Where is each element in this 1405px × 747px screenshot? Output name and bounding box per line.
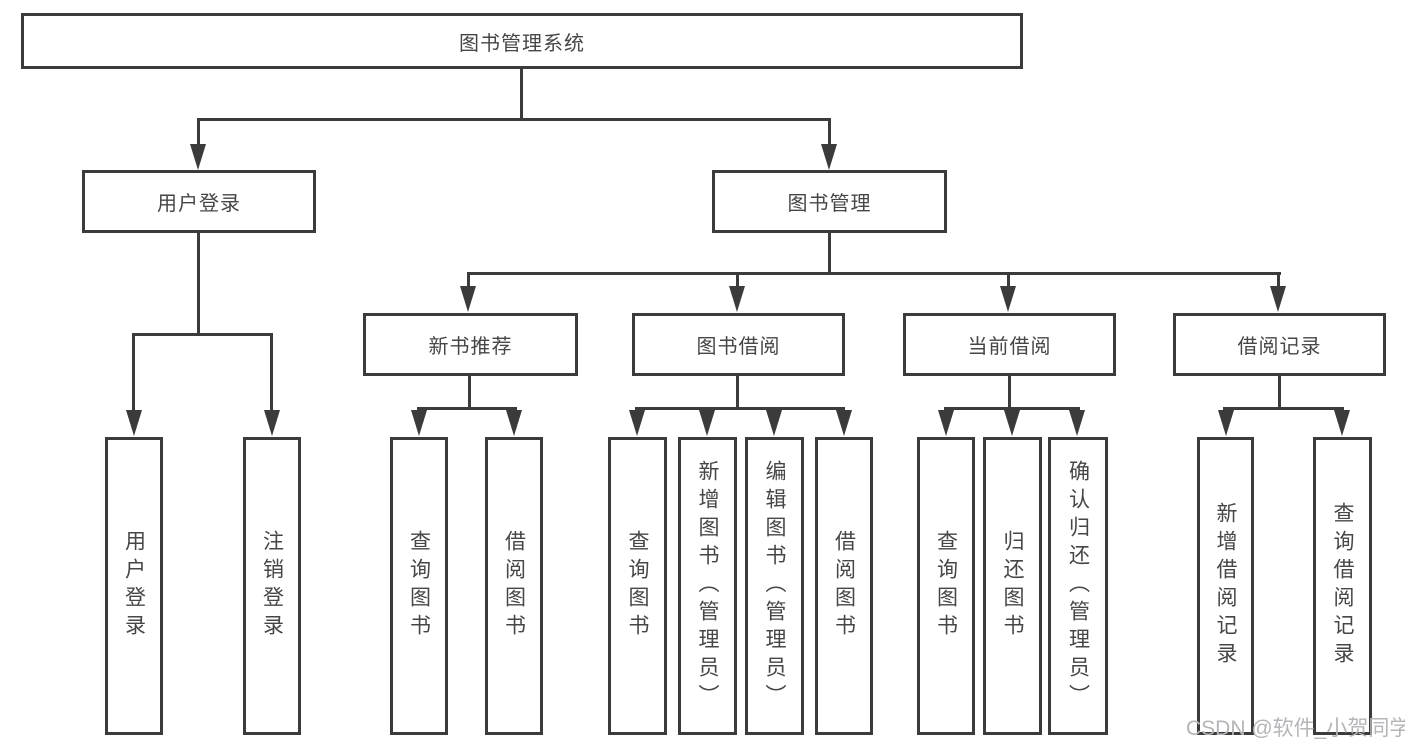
- node-book-management-label: 图书管理: [787, 193, 872, 215]
- arrow-down-icon: [1270, 286, 1286, 312]
- arrow-down-icon: [190, 144, 206, 170]
- node-new-book-recommend-label: 新书推荐: [428, 336, 513, 358]
- node-book-borrowing: 图书借阅: [632, 313, 845, 376]
- connector-level3-rail: [467, 272, 1281, 275]
- node-user-login-label: 用户登录: [157, 193, 241, 215]
- arrow-down-icon: [729, 286, 745, 312]
- leaf-query-books-borrowing: 查询图书: [608, 437, 667, 735]
- connector-rail: [635, 407, 845, 410]
- connector-rail: [417, 407, 517, 410]
- connector-root-stem: [520, 68, 523, 118]
- connector-stem: [736, 376, 739, 407]
- watermark: CSDN @软件_小贺同学: [1186, 717, 1405, 740]
- leaf-user-login-label: 用户登录: [122, 530, 146, 642]
- connector-drop: [270, 333, 273, 410]
- arrow-down-icon: [1069, 410, 1085, 436]
- leaf-return-books-label: 归还图书: [1001, 530, 1024, 642]
- leaf-edit-books-admin-label: 编辑图书（管理员）: [763, 460, 786, 712]
- leaf-confirm-return-admin-label: 确认归还（管理员）: [1066, 460, 1090, 712]
- connector-book-mgmt-drop: [828, 118, 831, 144]
- arrow-down-icon: [699, 410, 715, 436]
- connector-book-mgmt-stem: [828, 233, 831, 272]
- arrow-down-icon: [264, 410, 280, 436]
- leaf-confirm-return-admin: 确认归还（管理员）: [1048, 437, 1108, 735]
- leaf-add-books-admin: 新增图书（管理员）: [678, 437, 737, 735]
- arrow-down-icon: [1218, 410, 1234, 436]
- leaf-edit-books-admin: 编辑图书（管理员）: [745, 437, 804, 735]
- arrow-down-icon: [411, 410, 427, 436]
- leaf-query-books-label: 查询图书: [626, 530, 649, 642]
- arrow-down-icon: [836, 410, 852, 436]
- leaf-query-books-label: 查询图书: [407, 530, 431, 642]
- leaf-logout-label: 注销登录: [260, 530, 284, 642]
- leaf-query-borrow-record-label: 查询借阅记录: [1331, 502, 1354, 670]
- node-library-system-label: 图书管理系统: [459, 32, 585, 55]
- leaf-logout: 注销登录: [243, 437, 301, 735]
- node-borrow-records-label: 借阅记录: [1237, 336, 1322, 358]
- connector-level2-rail: [197, 118, 831, 121]
- connector-drop: [736, 272, 739, 286]
- leaf-borrow-books-borrowing: 借阅图书: [815, 437, 873, 735]
- connector-user-login-drop: [197, 118, 200, 144]
- arrow-down-icon: [126, 410, 142, 436]
- arrow-down-icon: [460, 286, 476, 312]
- leaf-return-books: 归还图书: [983, 437, 1042, 735]
- node-new-book-recommend: 新书推荐: [363, 313, 578, 376]
- leaf-borrow-books-label: 借阅图书: [502, 530, 526, 642]
- connector-stem: [468, 376, 471, 407]
- connector-stem: [1008, 376, 1011, 407]
- leaf-borrow-books-label: 借阅图书: [832, 530, 856, 642]
- leaf-query-borrow-record: 查询借阅记录: [1313, 437, 1372, 735]
- connector-user-login-rail: [132, 333, 273, 336]
- arrow-down-icon: [1004, 410, 1020, 436]
- connector-drop: [467, 272, 470, 286]
- arrow-down-icon: [1000, 286, 1016, 312]
- arrow-down-icon: [766, 410, 782, 436]
- leaf-add-borrow-record: 新增借阅记录: [1197, 437, 1254, 735]
- leaf-add-books-admin-label: 新增图书（管理员）: [696, 460, 719, 712]
- node-user-login: 用户登录: [82, 170, 316, 233]
- node-borrow-records: 借阅记录: [1173, 313, 1386, 376]
- connector-drop: [1007, 272, 1010, 286]
- node-book-borrowing-label: 图书借阅: [696, 336, 781, 358]
- node-current-borrowing: 当前借阅: [903, 313, 1116, 376]
- arrow-down-icon: [629, 410, 645, 436]
- arrow-down-icon: [821, 144, 837, 170]
- connector-drop: [1277, 272, 1280, 286]
- leaf-user-login: 用户登录: [105, 437, 163, 735]
- node-book-management: 图书管理: [712, 170, 947, 233]
- connector-user-login-stem: [197, 233, 200, 333]
- leaf-query-books-recommend: 查询图书: [390, 437, 448, 735]
- connector-drop: [132, 333, 135, 410]
- node-current-borrowing-label: 当前借阅: [967, 336, 1052, 358]
- arrow-down-icon: [506, 410, 522, 436]
- leaf-add-borrow-record-label: 新增借阅记录: [1214, 502, 1237, 670]
- arrow-down-icon: [938, 410, 954, 436]
- leaf-query-books-current: 查询图书: [917, 437, 975, 735]
- connector-rail: [944, 407, 1080, 410]
- node-library-system: 图书管理系统: [21, 13, 1023, 69]
- connector-stem: [1278, 376, 1281, 407]
- arrow-down-icon: [1334, 410, 1350, 436]
- connector-rail: [1223, 407, 1344, 410]
- leaf-borrow-books-recommend: 借阅图书: [485, 437, 543, 735]
- leaf-query-books-label: 查询图书: [934, 530, 958, 642]
